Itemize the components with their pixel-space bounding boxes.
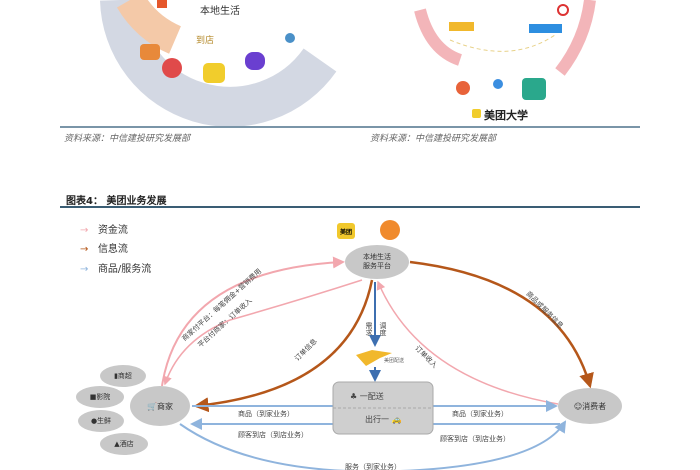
box-delivery-label: ♣ 一配送 xyxy=(350,392,384,401)
cycle-arrow xyxy=(414,8,463,66)
merchant-node: 🛒商家 xyxy=(130,386,190,426)
cycle-arrow xyxy=(555,0,596,76)
merchant-type-supermarket: ▮商超 xyxy=(100,365,146,387)
merchant-type-hotel: ▲酒店 xyxy=(100,433,148,455)
app-icon xyxy=(162,58,182,78)
divider xyxy=(360,126,640,128)
divider xyxy=(60,126,360,128)
app-icon xyxy=(285,33,295,43)
dianping-logo xyxy=(380,220,400,240)
merchant-type-cinema: ■影院 xyxy=(76,386,124,408)
delivery-logo-text: 美团配送 xyxy=(384,358,405,364)
delivery-kangaroo-logo xyxy=(356,350,392,366)
box-ride-label: 出行一 🚕 xyxy=(365,415,402,424)
title-rule xyxy=(60,206,640,208)
label-bottom-service: 服务（到家业务） xyxy=(345,463,401,470)
source-caption-right: 资料来源：中信建投研究发展部 xyxy=(370,134,497,144)
app-icon xyxy=(245,52,265,70)
money-arrow-platform-merchant xyxy=(163,279,363,386)
service-arrow xyxy=(179,420,567,470)
label-dispatch: 调度 xyxy=(379,322,387,336)
label-visit-right: 顾客到店（到店业务） xyxy=(440,435,510,443)
ring-center-label: 本地生活 xyxy=(200,6,240,17)
meituan-logo xyxy=(337,223,355,239)
money-arrow-merchant-platform xyxy=(161,256,345,387)
ring-segment-label: 到店 xyxy=(196,36,215,46)
info-arrow-platform-consumer xyxy=(409,260,594,389)
label-goods-left: 商品（到家业务） xyxy=(238,410,294,418)
figure-title: 图表4： 美团业务发展 xyxy=(66,196,167,207)
info-arrow-order xyxy=(193,279,374,413)
app-icon xyxy=(157,0,167,8)
delivery-logo xyxy=(449,22,474,31)
money-arrow-consumer-platform xyxy=(376,280,559,405)
app-icon xyxy=(203,63,225,83)
label-demand: 需求 xyxy=(365,322,373,336)
label-goods-right: 商品（到家业务） xyxy=(452,410,508,418)
app-logo xyxy=(529,24,562,33)
consumer-node: ☺消费者 xyxy=(558,388,622,424)
platform-node: 本地生活服务平台 xyxy=(345,245,409,279)
meituan-university-label: 美团大学 xyxy=(484,109,528,122)
legend-info-flow: → 信息流 xyxy=(80,244,128,255)
ring-segment-orange xyxy=(116,0,182,54)
app-icon xyxy=(140,44,160,60)
merchant-type-fresh: ●生鲜 xyxy=(78,410,124,432)
source-caption-left: 资料来源：中信建投研究发展部 xyxy=(64,134,191,144)
meituan-logo-text: 美团 xyxy=(340,229,353,236)
legend-goods-flow: → 商品/服务流 xyxy=(80,264,152,275)
ring-segment xyxy=(100,0,337,127)
label-visit-left: 顾客到店（到店业务） xyxy=(238,431,308,439)
legend-money-flow: → 资金流 xyxy=(80,225,128,236)
